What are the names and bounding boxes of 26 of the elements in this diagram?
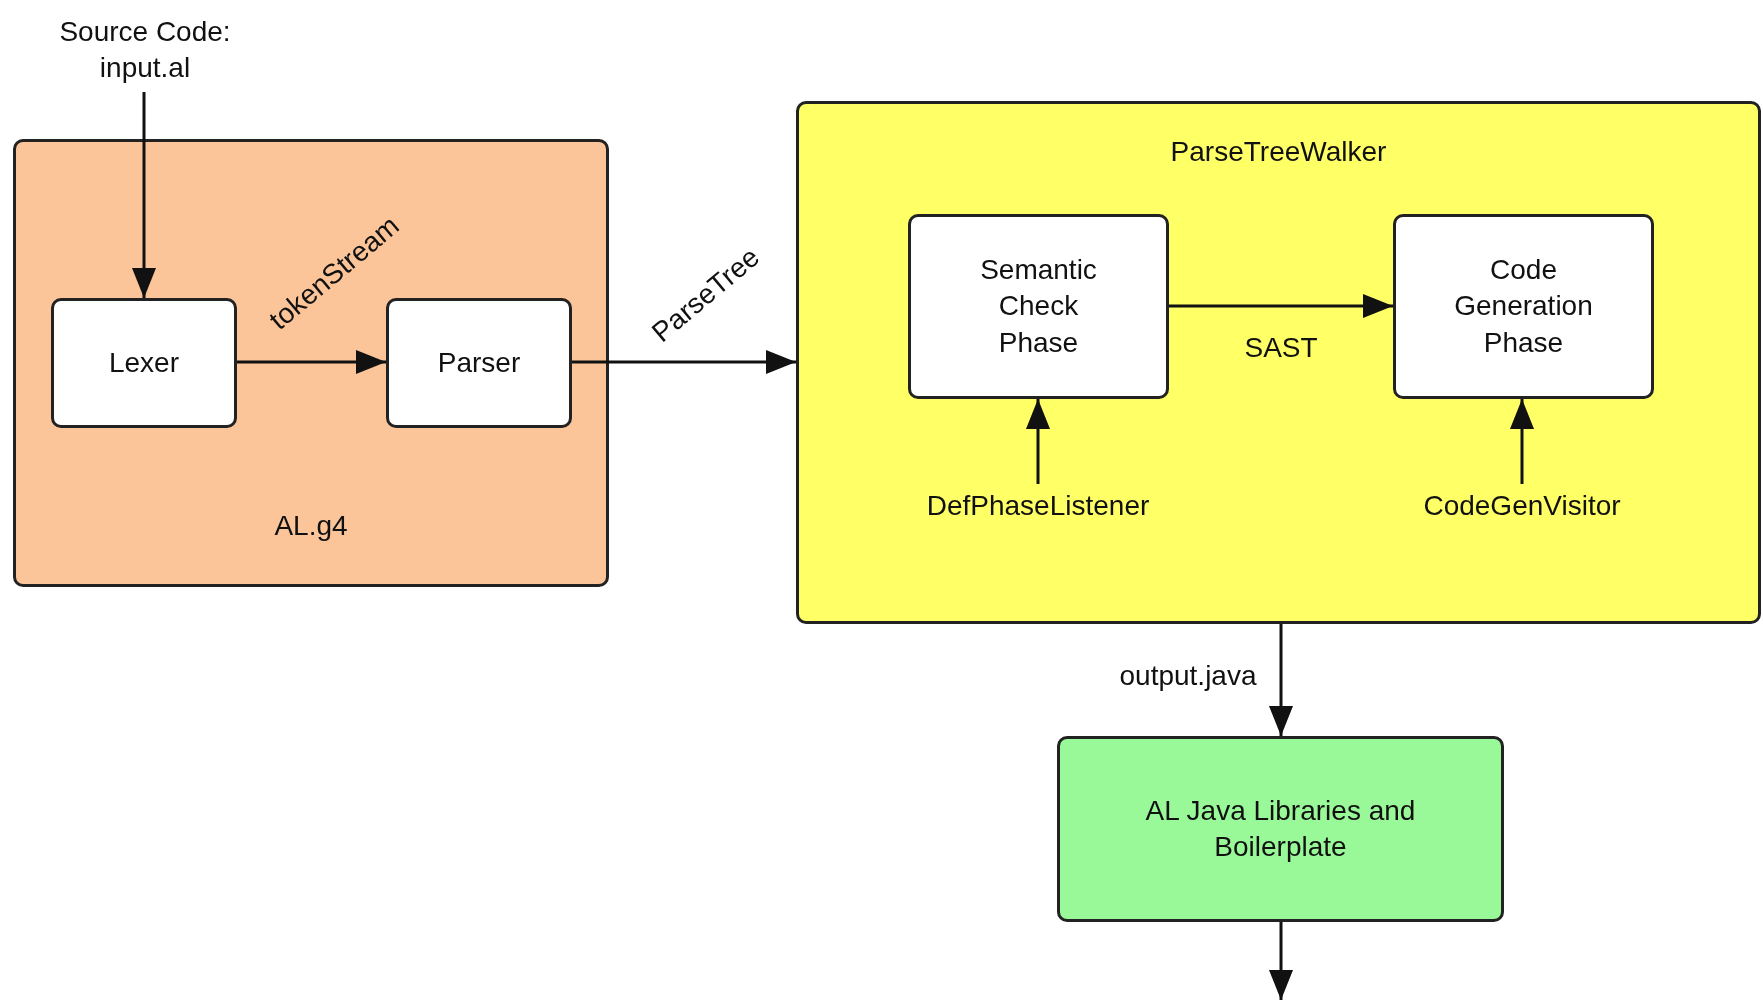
listener-label: DefPhaseListener xyxy=(926,488,1150,523)
process-box xyxy=(51,298,237,428)
grammar-container xyxy=(13,139,609,587)
source-label: Source Code: input.al xyxy=(58,14,232,85)
box-label: Lexer xyxy=(108,345,179,380)
box-label: Code Generation Phase xyxy=(1453,252,1594,360)
edge-label: output.java xyxy=(1119,660,1257,692)
arrow xyxy=(1510,399,1534,484)
arrow xyxy=(237,350,386,374)
box-label: Semantic Check Phase xyxy=(979,252,1098,360)
edge-label: SAST xyxy=(1244,332,1318,364)
walker-container xyxy=(796,101,1761,624)
arrow xyxy=(572,350,796,374)
phase-box xyxy=(1393,214,1654,399)
box-label: AL.g4 xyxy=(274,508,348,543)
arrow xyxy=(1269,922,1293,1000)
library-box xyxy=(1057,736,1504,922)
arrow xyxy=(1169,294,1393,318)
visitor-label: CodeGenVisitor xyxy=(1423,488,1621,523)
phase-box xyxy=(908,214,1169,399)
box-label: Parser xyxy=(437,345,521,380)
box-label: ParseTreeWalker xyxy=(1170,135,1387,169)
arrow xyxy=(1269,624,1293,736)
arrow xyxy=(1026,399,1050,484)
arrow xyxy=(132,92,156,298)
box-label: AL Java Libraries and Boilerplate xyxy=(1144,793,1417,864)
